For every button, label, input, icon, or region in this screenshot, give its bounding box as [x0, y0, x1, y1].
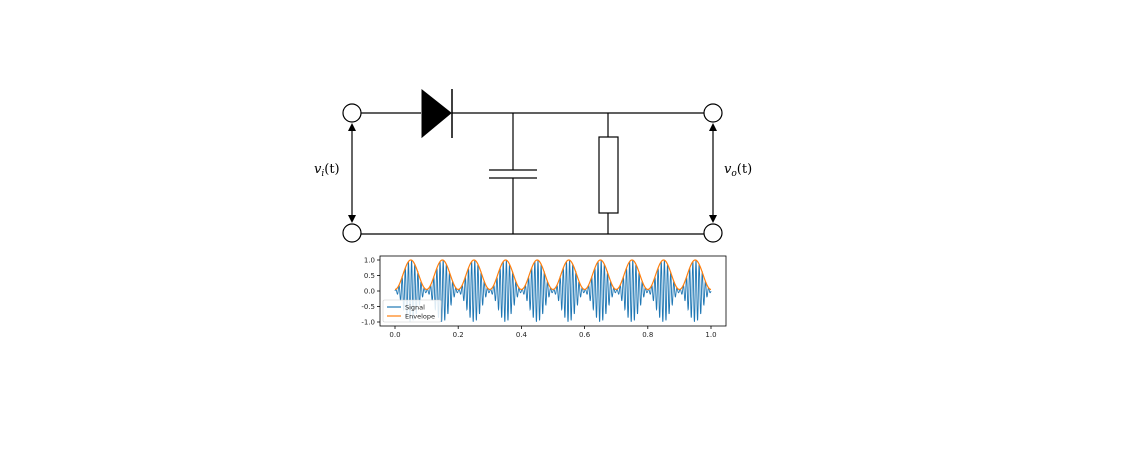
x-axis: 0.0 0.2 0.4 0.6 0.8 1.0: [389, 326, 717, 339]
output-voltage-arrow: [709, 123, 717, 223]
x-tick-label: 0.0: [389, 331, 400, 339]
x-tick-label: 0.2: [453, 331, 464, 339]
y-tick-label: 1.0: [364, 257, 375, 265]
x-tick-label: 1.0: [705, 331, 716, 339]
y-tick-label: 0.0: [364, 288, 375, 296]
input-terminal-top: [342, 103, 362, 123]
output-terminal-top: [703, 103, 723, 123]
output-voltage-label: vo(t): [724, 162, 752, 179]
output-terminal-bottom: [703, 223, 723, 243]
x-tick-label: 0.4: [516, 331, 528, 339]
diode-triangle: [421, 88, 452, 139]
resistor-body: [598, 136, 619, 214]
am-signal-chart: 1.0 0.5 0.0 -0.5 -1.0 0.0 0.2 0.4 0.6 0.8 1.0 Sig…: [361, 255, 727, 339]
input-terminal-bottom: [342, 223, 362, 243]
x-tick-label: 0.6: [579, 331, 591, 339]
series-signal-line: [394, 260, 712, 322]
y-tick-label: 0.5: [364, 272, 375, 280]
circuit: vi(t) vo(t): [314, 88, 752, 243]
y-tick-label: -0.5: [361, 303, 375, 311]
legend-label-signal: Signal: [405, 303, 425, 311]
diode: [421, 88, 453, 139]
series-layer: [394, 259, 712, 322]
legend-label-envelope: Envelope: [405, 312, 435, 320]
y-tick-label: -1.0: [361, 319, 375, 327]
series-envelope-line: [394, 259, 712, 291]
input-voltage-label: vi(t): [314, 162, 340, 179]
y-axis: 1.0 0.5 0.0 -0.5 -1.0: [361, 257, 380, 327]
x-tick-label: 0.8: [642, 331, 653, 339]
capacitor: [489, 113, 537, 234]
resistor: [598, 113, 619, 234]
input-voltage-arrow: [348, 123, 356, 223]
